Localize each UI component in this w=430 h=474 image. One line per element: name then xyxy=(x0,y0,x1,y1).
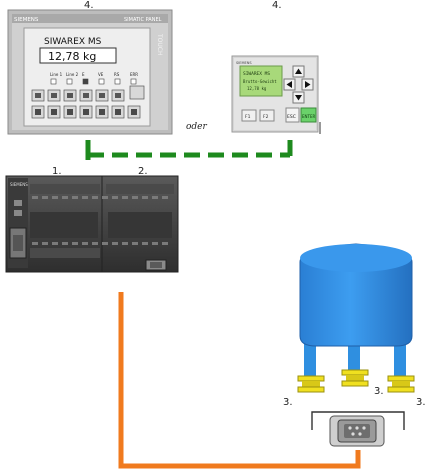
key-glyph-icon xyxy=(83,109,89,115)
plc-terminals xyxy=(32,196,168,245)
key-glyph-icon xyxy=(99,93,105,98)
module-number-label: 2. xyxy=(138,166,148,177)
terminal-top xyxy=(122,196,128,199)
terminal-top xyxy=(72,196,78,199)
touch-panel-side-text: TOUCH xyxy=(156,33,163,55)
terminal-bottom xyxy=(142,242,148,245)
terminal-top xyxy=(32,196,38,199)
loadcell-right-label: 3. xyxy=(416,397,426,408)
loadcell-left-label: 3. xyxy=(283,397,293,408)
touch-panel-key-label: E xyxy=(82,72,85,77)
terminal-bottom xyxy=(82,242,88,245)
terminal-top xyxy=(112,196,118,199)
plc-assembly: SIEMENS xyxy=(5,175,179,273)
key-glyph-icon xyxy=(51,109,57,115)
or-label: oder xyxy=(186,122,207,132)
touch-panel-model: SIMATIC PANEL xyxy=(124,17,162,23)
touch-panel-title: SIWAREX MS xyxy=(44,37,102,47)
touch-panel-key-row-1 xyxy=(31,85,145,102)
key-f1-label: F1 xyxy=(245,114,251,120)
terminal-bottom xyxy=(72,242,78,245)
touch-panel-key-label: VE xyxy=(98,72,104,77)
touch-panel-key xyxy=(129,85,145,100)
touch-panel-indicator xyxy=(114,78,121,85)
text-display-line3: 12,78 kg xyxy=(247,86,267,91)
touch-panel: SIEMENS SIMATIC PANEL TOUCH SIWAREX MS 1… xyxy=(7,9,173,135)
touch-panel-key-row-2 xyxy=(31,105,141,119)
text-display-line2: Brutto-Gewicht xyxy=(243,79,277,84)
touch-panel-key-label: RS xyxy=(114,72,120,77)
key-glyph-icon xyxy=(67,93,73,98)
touch-panel-indicator xyxy=(130,78,137,85)
terminal-bottom xyxy=(152,242,158,245)
profibus-connection xyxy=(85,140,293,160)
key-glyph-icon xyxy=(115,93,121,98)
key-glyph-icon xyxy=(51,93,57,98)
key-enter-label: ENTER xyxy=(302,114,315,119)
text-display: SIEMENS SIWAREX MS Brutto-Gewicht 12,78 … xyxy=(231,55,321,134)
junction-box xyxy=(311,411,405,447)
arrow-right-icon xyxy=(305,81,311,88)
panel-number-label: 4. xyxy=(84,0,94,11)
key-esc-label: ESC xyxy=(287,114,296,120)
terminal-bottom xyxy=(32,242,38,245)
terminal-bottom xyxy=(132,242,138,245)
terminal-top xyxy=(42,196,48,199)
touch-panel-indicator xyxy=(82,78,89,85)
key-glyph-icon xyxy=(35,93,41,98)
key-f2-label: F2 xyxy=(263,114,269,120)
touch-panel-indicator xyxy=(98,78,105,85)
key-glyph-icon xyxy=(99,109,105,115)
key-glyph-icon xyxy=(131,109,137,115)
terminal-bottom xyxy=(52,242,58,245)
loadcell-mid-label: 3. xyxy=(374,386,384,397)
terminal-bottom xyxy=(92,242,98,245)
weighing-tank xyxy=(297,243,415,393)
text-display-brand: SIEMENS xyxy=(236,61,252,65)
cpu-number-label: 1. xyxy=(52,166,62,177)
touch-panel-key-label: Line 2 xyxy=(66,72,79,77)
touch-panel-indicator xyxy=(66,78,73,85)
terminal-top xyxy=(152,196,158,199)
touch-panel-key-label: Line 1 xyxy=(50,72,63,77)
key-glyph-icon xyxy=(115,109,121,115)
terminal-top xyxy=(82,196,88,199)
terminal-bottom xyxy=(112,242,118,245)
arrow-left-icon xyxy=(286,81,292,88)
terminal-top xyxy=(52,196,58,199)
text-display-line1: SIWAREX MS xyxy=(243,71,270,77)
terminal-bottom xyxy=(122,242,128,245)
plc-brand: SIEMENS xyxy=(10,182,28,187)
touch-panel-indicator xyxy=(50,78,57,85)
touch-panel-value: 12,78 kg xyxy=(48,50,96,63)
text-display-number-label: 4. xyxy=(272,0,282,11)
touch-panel-key-label: ERR xyxy=(130,72,138,77)
arrow-down-icon xyxy=(295,95,302,101)
key-glyph-icon xyxy=(83,93,89,98)
arrow-up-icon xyxy=(295,68,302,74)
terminal-top xyxy=(92,196,98,199)
arrow-keys xyxy=(283,65,314,104)
terminal-bottom xyxy=(102,242,108,245)
touch-panel-brand: SIEMENS xyxy=(14,17,39,23)
terminal-bottom xyxy=(42,242,48,245)
key-glyph-icon xyxy=(35,109,41,115)
weighing-cable xyxy=(118,292,361,469)
terminal-bottom xyxy=(62,242,68,245)
terminal-top xyxy=(132,196,138,199)
terminal-top xyxy=(162,196,168,199)
terminal-top xyxy=(62,196,68,199)
key-glyph-icon xyxy=(67,109,73,115)
terminal-bottom xyxy=(162,242,168,245)
terminal-top xyxy=(142,196,148,199)
terminal-top xyxy=(102,196,108,199)
